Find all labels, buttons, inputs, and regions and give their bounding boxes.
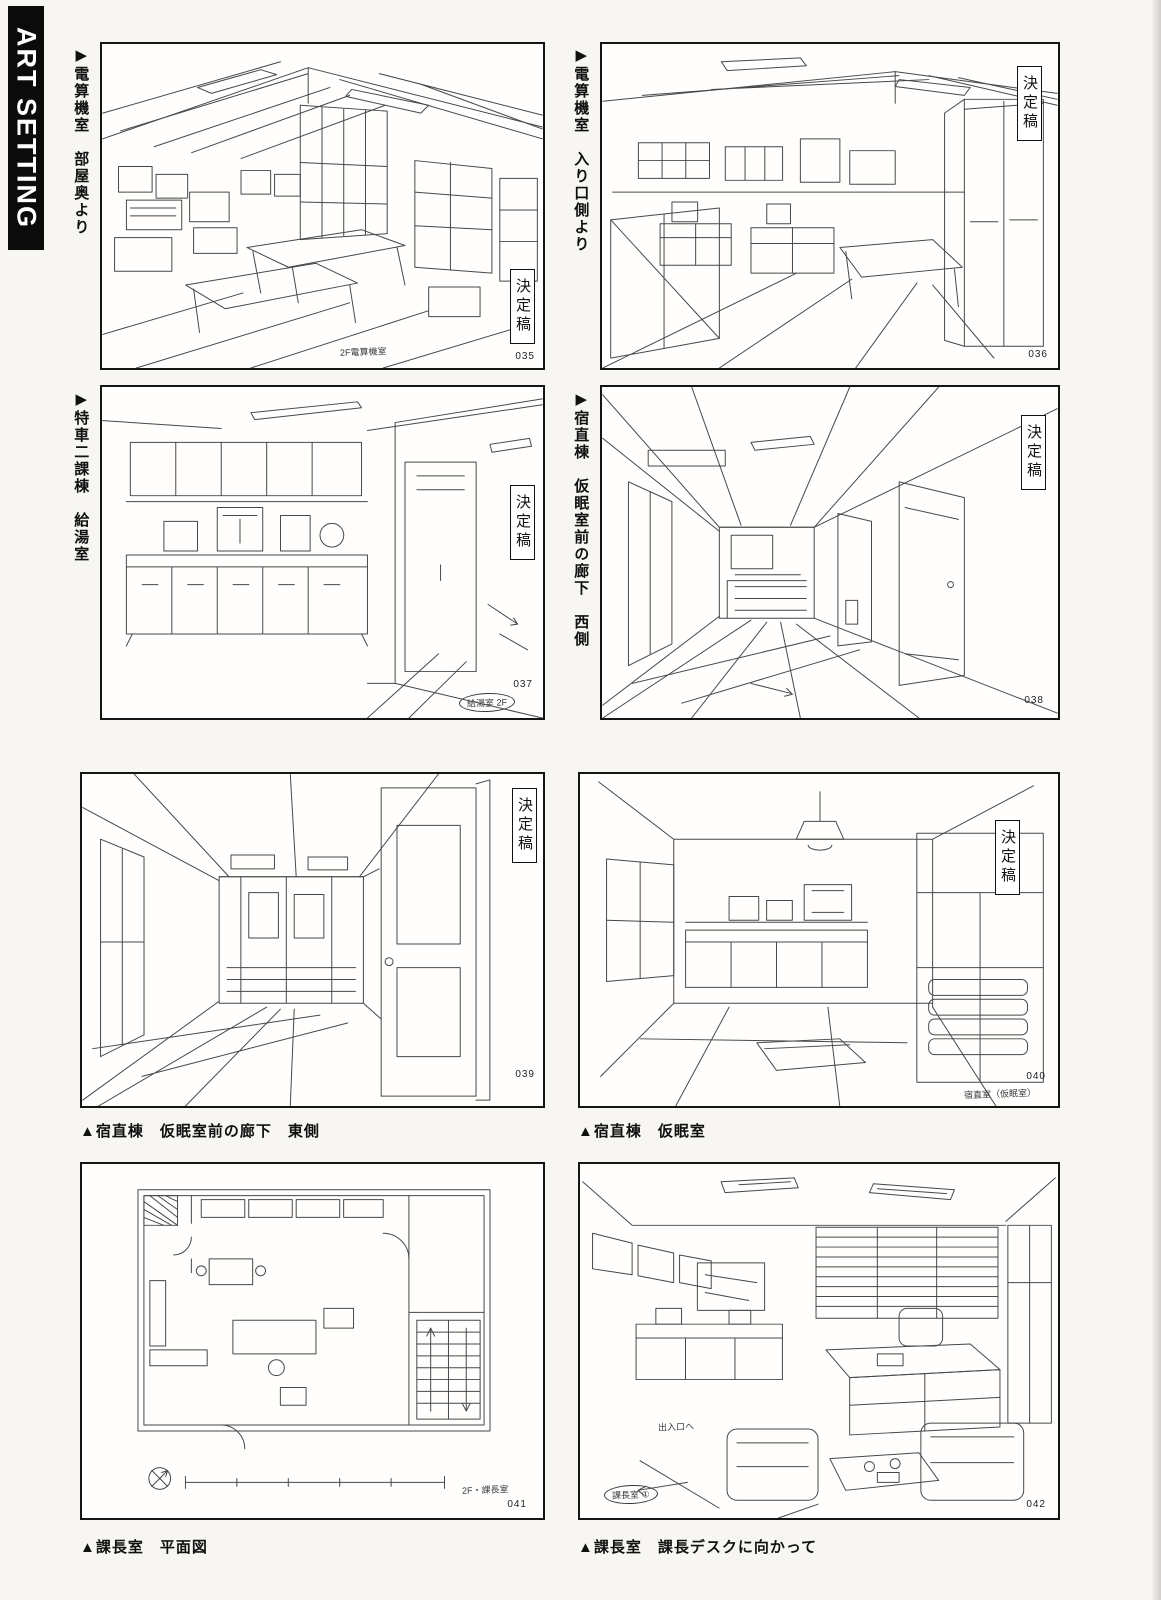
sketch-computer-room-entrance — [602, 57, 1058, 368]
sketch-floor-plan — [137, 1189, 491, 1490]
panel-caption-037: ▶特車二課棟 給湯室 — [72, 390, 90, 563]
approval-stamp: 決定稿 — [510, 269, 535, 344]
panel-040: 決定稿 040 宿直室（仮眠室） — [578, 772, 1060, 1108]
panel-number: 041 — [507, 1499, 527, 1510]
panel-number: 036 — [1028, 349, 1048, 360]
approval-stamp: 決定稿 — [512, 788, 537, 863]
sketch-corridor-west — [602, 387, 1058, 718]
sketch-hot-water-room — [102, 398, 543, 718]
panel-number: 042 — [1026, 1499, 1046, 1510]
panel-number: 037 — [513, 679, 533, 690]
panel-039: 決定稿 039 — [80, 772, 545, 1108]
handwritten-note: 2F電算機室 — [339, 346, 387, 358]
approval-stamp: 決定稿 — [995, 820, 1020, 895]
panel-number: 040 — [1026, 1071, 1046, 1082]
panel-042: 出入口へ 課長室 ① 042 — [578, 1162, 1060, 1520]
handwritten-note-entrance: 出入口へ — [657, 1421, 695, 1433]
sketch-nap-room — [598, 781, 1044, 1106]
approval-stamp: 決定稿 — [1017, 66, 1042, 141]
handwritten-note: 宿直室（仮眠室） — [963, 1087, 1037, 1101]
art-setting-spine: ART SETTING — [8, 6, 44, 250]
panel-035: 決定稿 035 2F電算機室 — [100, 42, 545, 370]
approval-stamp: 決定稿 — [1021, 415, 1046, 490]
panel-caption-038: ▶宿直棟 仮眠室前の廊下 西側 — [572, 390, 590, 648]
panel-caption-040: ▲宿直棟 仮眠室 — [578, 1123, 706, 1140]
panel-number: 035 — [515, 351, 535, 362]
handwritten-note: 2F・課長室 — [462, 1484, 510, 1496]
scan-shadow — [1151, 0, 1161, 1600]
panel-036: 決定稿 036 — [600, 42, 1060, 370]
panel-038: 決定稿 038 — [600, 385, 1060, 720]
sketch-chief-office — [582, 1177, 1056, 1518]
panel-caption-041: ▲課長室 平面図 — [80, 1539, 208, 1556]
approval-stamp: 決定稿 — [510, 485, 535, 560]
panel-037: 決定稿 037 給湯室 2F — [100, 385, 545, 720]
panel-caption-039: ▲宿直棟 仮眠室前の廊下 東側 — [80, 1123, 320, 1140]
panel-caption-036: ▶電算機室 入り口側より — [572, 46, 590, 253]
panel-041: 2F・課長室 041 — [80, 1162, 545, 1520]
panel-number: 038 — [1024, 695, 1044, 706]
panel-caption-035: ▶電算機室 部屋奥より — [72, 46, 90, 236]
panel-number: 039 — [515, 1069, 535, 1080]
panel-caption-042: ▲課長室 課長デスクに向かって — [578, 1539, 818, 1556]
sketch-corridor-east — [82, 774, 491, 1106]
sketch-computer-room-back — [102, 61, 543, 368]
